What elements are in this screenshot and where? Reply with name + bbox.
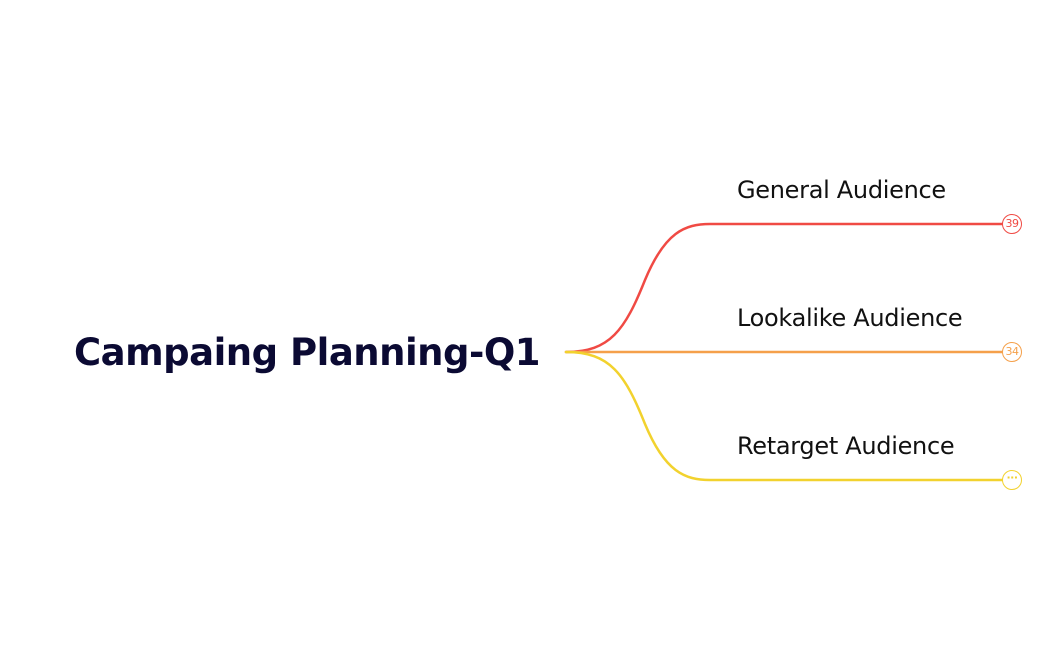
collapse-count-badge-general-audience[interactable]: 39 <box>1002 214 1022 234</box>
branch-topic-retarget-audience[interactable]: Retarget Audience <box>737 432 955 460</box>
root-topic[interactable]: Campaing Planning-Q1 <box>74 331 541 374</box>
branch-topic-general-audience[interactable]: General Audience <box>737 176 946 204</box>
connector-general-audience <box>564 222 1004 354</box>
collapse-count-badge-lookalike-audience[interactable]: 34 <box>1002 342 1022 362</box>
more-dots-icon[interactable]: ··· <box>1002 470 1022 490</box>
connector-retarget-audience <box>564 350 1004 482</box>
branch-topic-lookalike-audience[interactable]: Lookalike Audience <box>737 304 963 332</box>
